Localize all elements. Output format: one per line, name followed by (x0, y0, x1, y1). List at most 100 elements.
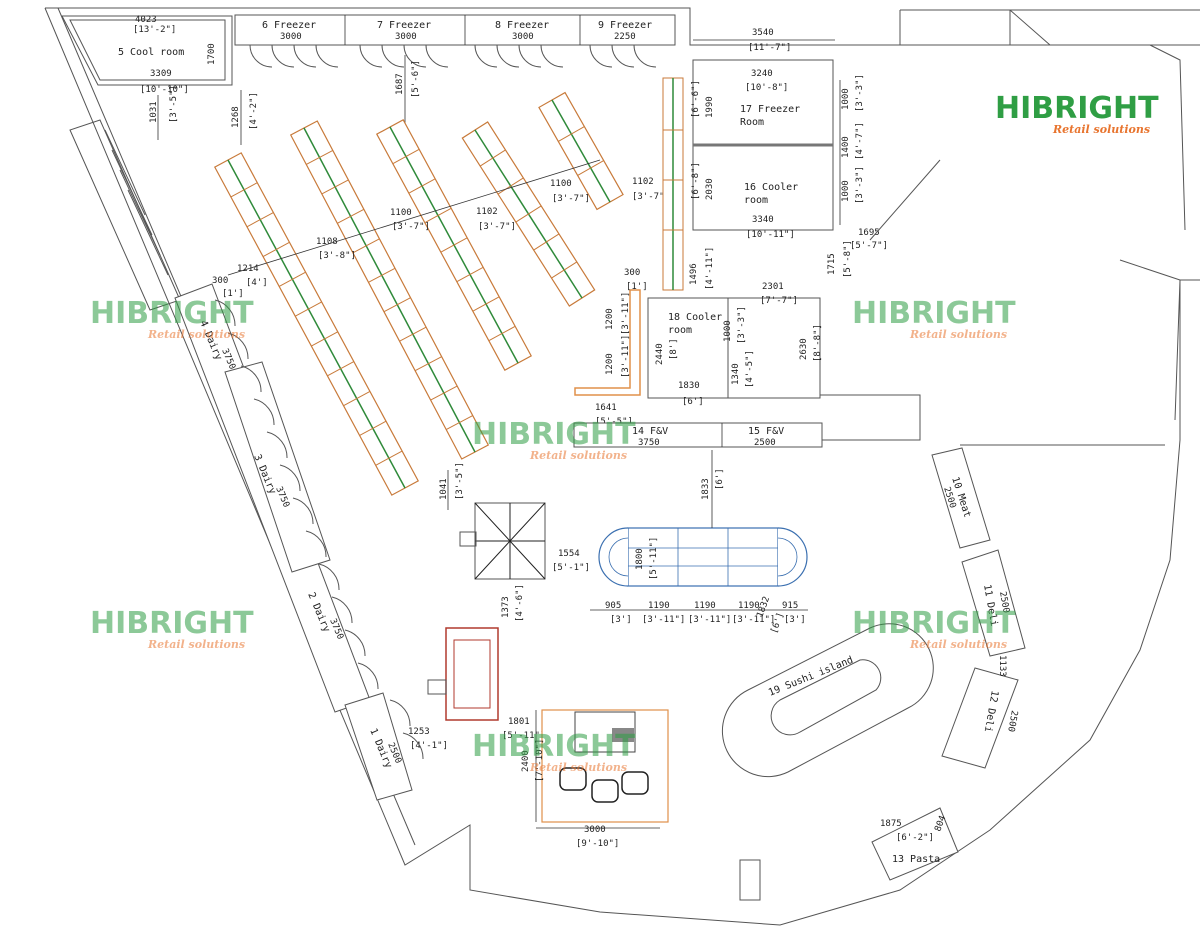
right-gap-1133: 1133 (997, 655, 1007, 677)
fv-dim-1200b: 1200 (605, 353, 615, 375)
dim-1000c-ft: [3'-3"] (737, 306, 747, 344)
dim-aisle1-ft: [4'] (246, 278, 268, 288)
fv-dim-1641-ft: [5'-5"] (595, 417, 633, 427)
cool-room-5-width2-ft: [10'-10"] (140, 85, 189, 95)
freezer-7-len: 3000 (395, 32, 417, 42)
fv-15-label: 15 F&V (748, 426, 784, 437)
cool-room-5-width: 4023 (135, 15, 157, 25)
pasta-13-label: 13 Pasta (892, 854, 940, 865)
cashier-gap-ft: [5'-11"] (502, 731, 545, 741)
cashier-block: 3000 [9'-10"] 2400 [7'-10"] (521, 709, 669, 849)
fv-dim-1200a-ft: [3'-11"] (621, 292, 631, 335)
dim-1340: 1340 (731, 363, 741, 385)
dim-aisle2-ft: [3'-8"] (318, 251, 356, 261)
freezer-6-len: 3000 (280, 32, 302, 42)
dim-top3: 1687 (395, 73, 405, 95)
dairy-gap-ft: [4'-1"] (410, 741, 448, 751)
hibright-logo-text: HIBRIGHT (852, 296, 1016, 331)
dim-1496: 1496 (689, 263, 699, 285)
cooler-room-16-h-ft: [6'-8"] (691, 162, 701, 200)
shelf-divider (327, 361, 355, 377)
shelf-divider (383, 297, 411, 313)
shelf-divider (337, 208, 365, 224)
fv-dim-300-ft: [1'] (626, 282, 648, 292)
shelf-divider (399, 326, 427, 342)
dim-aisle6: 1102 (632, 177, 654, 187)
freezer-room-17-label2: Room (740, 117, 764, 128)
cool-room-5-height: 1700 (207, 43, 217, 65)
hibright-tagline: Retail solutions (909, 328, 1007, 341)
shelf-divider (456, 266, 484, 283)
shelf-divider (352, 238, 380, 254)
cashier-w: 3000 (584, 825, 606, 835)
island-dim-1800: 1800 (635, 548, 645, 570)
dim-1000c: 1000 (723, 320, 733, 342)
freezer-room-17-w: 3240 (751, 69, 773, 79)
cooler-room-18-label1: 18 Cooler (668, 312, 722, 323)
dim-top2: 1268 (231, 106, 241, 128)
cooler-room-18: 18 Cooler room 2440 [8'] 1830 [6'] 2301 … (647, 282, 823, 407)
fv-dim-1641: 1641 (595, 403, 617, 413)
shelf-divider (558, 126, 585, 142)
shelf-divider (577, 160, 604, 176)
dim-aisle5: 1100 (550, 179, 572, 189)
hibright-logo-text: HIBRIGHT (852, 606, 1016, 641)
shelf-divider (533, 233, 560, 251)
cooler-room-18-h: 2440 (655, 343, 665, 365)
cool-room-5-width-ft: [13'-2"] (133, 25, 176, 35)
cold-rooms-16-17: 3540 [11'-7"] 3240 [10'-8"] 17 Freezer R… (691, 28, 941, 278)
dim-1496-ft: [4'-11"] (705, 247, 715, 290)
dim-1373: 1373 (501, 596, 511, 618)
dim-aisle4-ft: [3'-7"] (478, 222, 516, 232)
shelf-run-spine (303, 127, 476, 453)
dim-bottom: 1041 (439, 478, 449, 500)
shelf-divider (321, 179, 349, 195)
dim-right-1000a: 1000 (841, 88, 851, 110)
shelf-divider (424, 207, 452, 224)
aisle-dims: 1214 [4'] 300 [1'] 1108 [3'-8"] 1100 [3'… (212, 159, 670, 510)
dim-1695-ft: [5'-7"] (850, 241, 888, 251)
dim-1715-ft: [5'-8"] (843, 240, 853, 278)
dim-top1-ft: [3'-5"] (169, 85, 179, 123)
shelf-divider (430, 385, 458, 401)
shelf-divider (359, 420, 387, 436)
cooler-room-18-w-ft: [6'] (682, 397, 704, 407)
fv-15-len: 2500 (754, 438, 776, 448)
dim-2630-ft: [8'-8"] (813, 324, 823, 362)
shelf-divider (408, 178, 436, 194)
dim-3540: 3540 (752, 28, 774, 38)
shelf-divider (497, 177, 524, 195)
display-island: 1800 [5'-11"] 1833 [6'] 905 1190 1190 11… (590, 450, 808, 625)
dim-aisle3: 1100 (390, 208, 412, 218)
hibright-tagline: Retail solutions (147, 638, 245, 651)
dim-right-1000a-ft: [3'-3"] (855, 74, 865, 112)
shelf-divider (445, 415, 473, 430)
dairy-gap: 1253 (408, 727, 430, 737)
freezer-8-label: 8 Freezer (495, 20, 549, 31)
fv-dim-1200a: 1200 (605, 308, 615, 330)
dim-aisle6-ft: [3'-7"] (632, 192, 670, 202)
cooler-room-18-h-ft: [8'] (669, 338, 679, 360)
fv-dim-1200b-ft: [3'-11"] (621, 335, 631, 378)
dim-1373-ft: [4'-6"] (515, 584, 525, 622)
shelf-divider (343, 390, 371, 407)
shelf-divider (295, 301, 322, 317)
shelf-divider (479, 149, 506, 167)
shelf-divider (262, 241, 290, 258)
dim-2301: 2301 (762, 282, 784, 292)
island-seg-2-ft: [3'-11"] (642, 615, 685, 625)
cooler-room-16-label1: 16 Cooler (744, 182, 798, 193)
freezer-6-label: 6 Freezer (262, 20, 316, 31)
cooler-room-16-w-ft: [10'-11"] (746, 230, 795, 240)
shelf-divider (278, 271, 306, 287)
island-seg-1-ft: [3'] (610, 615, 632, 625)
dim-1695: 1695 (858, 228, 880, 238)
right-counters: 10 Meat 2500 11 Deli 2500 12 Deli 2500 1… (721, 447, 1026, 881)
freezer-room-17-h: 1990 (705, 96, 715, 118)
